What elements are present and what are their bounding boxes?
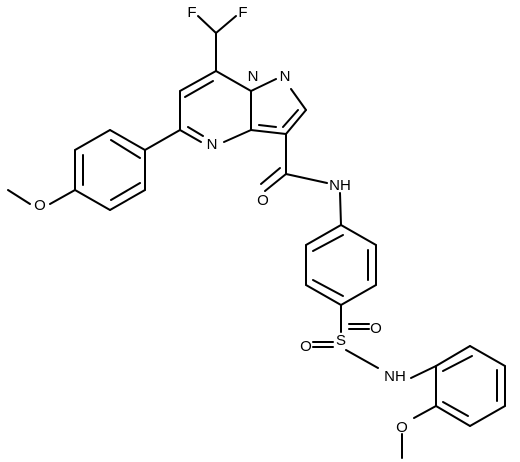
bond [305, 284, 342, 306]
bond [184, 80, 214, 98]
atom-label-oxygen-sulfonyl: O [370, 320, 382, 337]
bond [197, 15, 217, 34]
atom-label-sulfur: S [336, 332, 346, 349]
atom-label-nitrogen-pyrazole: N [280, 68, 291, 85]
bond [258, 124, 277, 128]
bond [339, 192, 342, 226]
bond [260, 167, 281, 185]
bond [74, 189, 111, 211]
bond [144, 129, 181, 151]
bonds-layer [7, 15, 506, 459]
bond [442, 355, 473, 372]
atom-label-sulfonamide-nh: NH [384, 368, 406, 385]
bond [250, 129, 287, 135]
atom-label-oxygen-sulfonyl: O [300, 338, 312, 355]
bond [345, 349, 379, 369]
bond [285, 173, 328, 184]
bond [110, 182, 141, 201]
atom-label-oxygen-carbonyl: O [257, 192, 269, 209]
bond [435, 405, 471, 427]
bond [179, 129, 202, 143]
bond [110, 139, 141, 159]
bond [187, 126, 204, 137]
bond [340, 284, 377, 306]
atom-label-nitrogen-pyrimidine: N [207, 136, 218, 153]
bond [49, 189, 76, 205]
bond [312, 234, 344, 252]
atom-label-amide-nh: NH [329, 177, 351, 194]
atom-label-fluorine: F [187, 4, 196, 21]
bond [312, 279, 344, 297]
bond [469, 405, 506, 427]
bond [305, 224, 342, 246]
atom-label-oxygen-methoxy: O [34, 197, 46, 214]
bond [109, 189, 146, 211]
bond [290, 88, 307, 111]
bond [74, 129, 111, 151]
bond [282, 109, 299, 128]
bond [215, 15, 237, 34]
atom-label-fluorine: F [238, 4, 247, 21]
bond [109, 129, 146, 151]
bond [469, 345, 506, 367]
bond [442, 401, 469, 417]
atom-label-nitrogen-bridge: N [248, 68, 259, 85]
bond [285, 109, 307, 135]
bond [7, 189, 31, 205]
bond [223, 129, 252, 143]
atom-label-oxygen-methoxy: O [396, 419, 408, 436]
bond [264, 173, 287, 192]
bond [413, 405, 437, 419]
atom-labels-layer: F F N N N O O NH S O O NH O [34, 4, 408, 436]
bond [410, 365, 437, 379]
bond [340, 224, 377, 246]
bond [250, 78, 277, 92]
bond [179, 70, 217, 92]
bond [215, 70, 252, 92]
bond [435, 345, 471, 367]
